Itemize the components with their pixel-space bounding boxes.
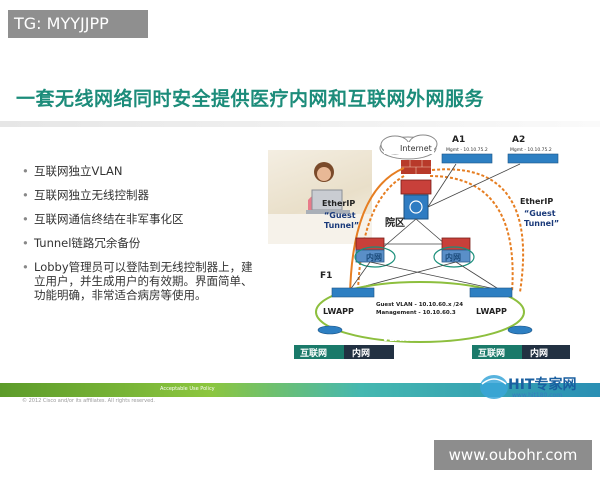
a1-label: A1	[452, 135, 465, 145]
bar-left-internet: 互联网	[300, 347, 327, 359]
bar-right-internet: 互联网	[478, 347, 505, 359]
guest-tunnel-right	[429, 175, 514, 293]
management-label: Management - 10.10.60.3	[376, 310, 456, 316]
campus-label: 院区	[385, 216, 405, 229]
guest-vlan-label: Guest VLAN - 10.10.60.x /24	[376, 302, 463, 308]
controller-a1	[441, 153, 493, 164]
intranet-oval-left	[354, 246, 396, 268]
hit-logo-text: HIT专家网	[508, 377, 577, 393]
guest-tunnel-right-label-1: “Guest	[524, 209, 556, 218]
access-point-left	[317, 325, 343, 335]
slide-title: 一套无线网络同时安全提供医疗内网和互联网外网服务	[16, 88, 485, 110]
title-divider	[0, 121, 600, 127]
internet-cloud	[379, 134, 438, 160]
service-bar-left	[294, 345, 394, 359]
internet-label: Internet	[400, 144, 432, 153]
guest-laptop-illustration	[268, 162, 372, 244]
access-switch-right	[469, 287, 513, 298]
access-point-right	[507, 325, 533, 335]
bullet-item: 互联网独立无线控制器	[22, 188, 262, 202]
guest-tunnel-right-label-2: Tunnel”	[524, 219, 559, 228]
vlans-label: VLANs	[382, 334, 415, 344]
lwapp-label-left: LWAPP	[323, 307, 354, 316]
a2-sub-label: Mgmt - 10.10.75.2	[510, 147, 552, 153]
wireless-area	[315, 281, 525, 343]
firewall-icon	[401, 160, 431, 174]
access-switch-left	[331, 287, 375, 298]
footer-stripe	[0, 383, 600, 397]
core-switch	[403, 194, 429, 220]
service-bar-right	[472, 345, 570, 359]
intranet-oval-right	[433, 246, 475, 268]
guest-tunnel-right-outer	[431, 168, 525, 293]
etherip-right-label: EtherIP	[520, 197, 553, 206]
a2-label: A2	[512, 135, 525, 145]
intranet-label-right: 内网	[445, 252, 461, 262]
guest-tunnel-left	[357, 175, 405, 291]
etherip-left-label: EtherIP	[322, 199, 355, 208]
bullet-list: 互联网独立VLAN 互联网独立无线控制器 互联网通信终结在非军事化区 Tunne…	[22, 164, 262, 312]
hit-logo-icon	[480, 375, 508, 399]
guest-tunnel-left-outer	[349, 167, 405, 297]
bar-right-intranet: 内网	[530, 347, 548, 359]
bullet-item: 互联网独立VLAN	[22, 164, 262, 178]
f1-label: F1	[320, 271, 332, 281]
core-switch-icon	[409, 200, 423, 214]
controller-a2	[507, 153, 559, 164]
distribution-router-left	[355, 237, 385, 263]
policy-text: Acceptable Use Policy	[160, 386, 215, 392]
hit-logo: HIT专家网 www.hit180.com	[478, 370, 598, 404]
bullet-item: Tunnel链路冗余备份	[22, 236, 262, 250]
hit-logo-url: www.hit180.com	[512, 392, 563, 399]
a1-sub-label: Mgmt - 10.10.75.2	[446, 147, 488, 153]
watermark-label: www.oubohr.com	[434, 440, 592, 470]
guest-tunnel-left-label-1: “Guest	[324, 211, 356, 220]
lwapp-label-right: LWAPP	[476, 307, 507, 316]
guest-photo	[268, 150, 372, 244]
copyright-text: © 2012 Cisco and/or its affiliates. All …	[22, 398, 155, 404]
bullet-item: Lobby管理员可以登陆到无线控制器上，建立用户，并生成用户的有效期。界面简单、…	[22, 260, 262, 302]
bullet-item: 互联网通信终结在非军事化区	[22, 212, 262, 226]
intranet-label-left: 内网	[366, 252, 382, 262]
distribution-router-right	[441, 237, 471, 263]
wireless-label: Wireless	[382, 323, 425, 333]
guest-tunnel-left-label-2: Tunnel”	[324, 221, 359, 230]
tag-label: TG: MYYJJPP	[8, 10, 148, 38]
dmz-router	[400, 179, 432, 195]
bar-left-intranet: 内网	[352, 347, 370, 359]
